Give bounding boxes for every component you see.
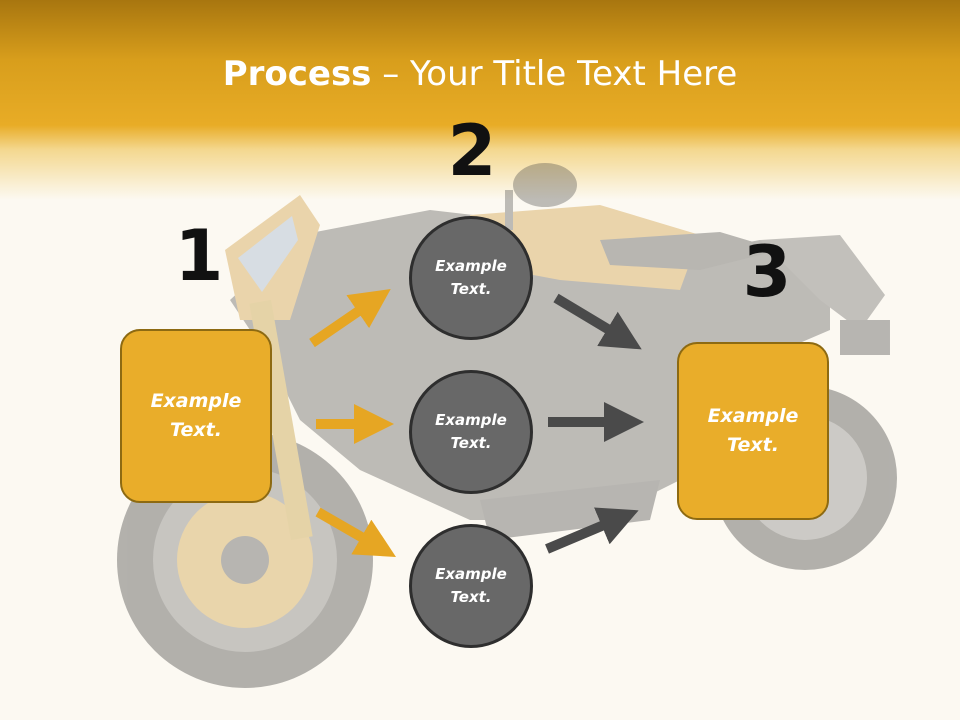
header-band [0, 0, 960, 200]
title-rest-text: – Your Title Text Here [371, 54, 738, 94]
step-2-circle-bottom: Example Text. [409, 524, 533, 648]
circle-top-text: Example Text. [435, 257, 507, 298]
circle-bottom-text: Example Text. [435, 565, 507, 606]
arrow-circle-bottom-to-box3 [545, 507, 639, 554]
step-3-box-text: Example Text. [707, 405, 799, 456]
arrow-circle-top-to-box3 [553, 293, 642, 350]
arrow-box1-to-circle-bottom [315, 507, 396, 557]
title-bold-text: Process [222, 54, 372, 94]
step-3-box: Example Text. [677, 342, 829, 520]
step-1-box-text: Example Text. [150, 390, 242, 441]
slide-title: Process – Your Title Text Here [0, 52, 960, 96]
step-2-circle-middle: Example Text. [409, 370, 533, 494]
step-1-box: Example Text. [120, 329, 272, 503]
step-number-3: 3 [742, 231, 792, 313]
step-2-circle-top: Example Text. [409, 216, 533, 340]
step-number-1: 1 [174, 215, 224, 297]
step-number-2: 2 [447, 110, 497, 192]
arrow-box1-to-circle-top [309, 289, 391, 348]
circle-middle-text: Example Text. [435, 411, 507, 452]
